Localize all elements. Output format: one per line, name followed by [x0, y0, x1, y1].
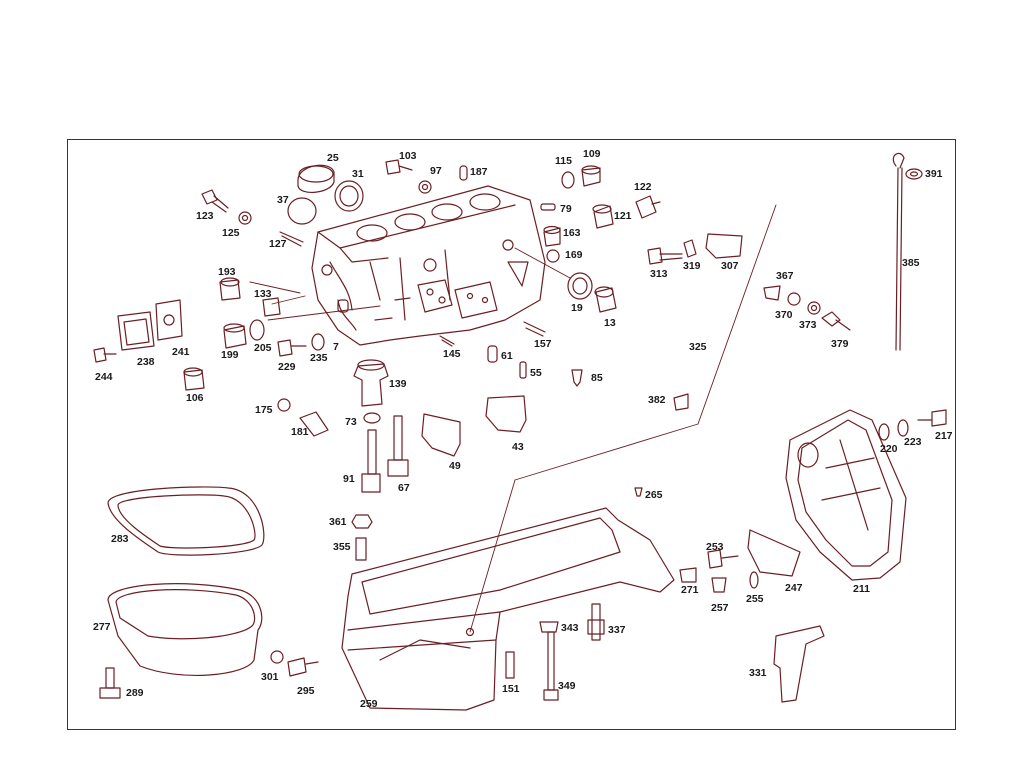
part-label: 349 [558, 680, 576, 692]
part-label: 67 [398, 482, 410, 494]
part-label: 85 [591, 372, 603, 384]
part-label: 122 [634, 181, 652, 193]
part-label: 106 [186, 392, 204, 404]
leader-lines [249, 204, 777, 633]
part-label: 205 [254, 342, 272, 354]
part-label: 319 [683, 260, 701, 272]
part-label: 220 [880, 443, 898, 455]
part-label: 241 [172, 346, 190, 358]
part-label: 91 [343, 473, 355, 485]
part-label: 125 [222, 227, 240, 239]
part-label: 277 [93, 621, 111, 633]
part-label: 244 [95, 371, 113, 383]
part-label: 391 [925, 168, 943, 180]
part-label: 325 [689, 341, 707, 353]
part-label: 121 [614, 210, 632, 222]
part-label: 109 [583, 148, 601, 160]
part-label: 283 [111, 533, 129, 545]
part-label: 169 [565, 249, 583, 261]
part-label: 307 [721, 260, 739, 272]
part-label: 238 [137, 356, 155, 368]
part-label: 301 [261, 671, 279, 683]
part-label: 223 [904, 436, 922, 448]
part-label: 123 [196, 210, 214, 222]
part-label: 151 [502, 683, 520, 695]
part-label: 271 [681, 584, 699, 596]
part-label: 163 [563, 227, 581, 239]
part-label: 355 [333, 541, 351, 553]
part-label: 295 [297, 685, 315, 697]
part-label: 181 [291, 426, 309, 438]
part-label: 217 [935, 430, 953, 442]
part-label: 289 [126, 687, 144, 699]
part-label: 79 [560, 203, 572, 215]
part-label: 373 [799, 319, 817, 331]
part-label: 97 [430, 165, 442, 177]
small-parts-drawing [93, 152, 947, 711]
part-label: 73 [345, 416, 357, 428]
part-label: 367 [776, 270, 794, 282]
part-label: 175 [255, 404, 273, 416]
part-label: 255 [746, 593, 764, 605]
part-label: 31 [352, 168, 364, 180]
part-label: 157 [534, 338, 552, 350]
part-label: 235 [310, 352, 328, 364]
part-label: 19 [571, 302, 583, 314]
part-label: 187 [470, 166, 488, 178]
part-label: 199 [221, 349, 239, 361]
part-label: 133 [254, 288, 272, 300]
part-label: 265 [645, 489, 663, 501]
part-label: 145 [443, 348, 461, 360]
part-label: 7 [333, 341, 339, 353]
part-label: 313 [650, 268, 668, 280]
part-label: 361 [329, 516, 347, 528]
part-label: 257 [711, 602, 729, 614]
part-label: 43 [512, 441, 524, 453]
part-label: 37 [277, 194, 289, 206]
part-label: 13 [604, 317, 616, 329]
engine-block-drawing [311, 185, 546, 346]
part-label: 103 [399, 150, 417, 162]
part-label: 127 [269, 238, 287, 250]
part-label: 343 [561, 622, 579, 634]
part-label: 379 [831, 338, 849, 350]
part-label: 259 [360, 698, 378, 710]
part-label: 247 [785, 582, 803, 594]
part-label: 193 [218, 266, 236, 278]
part-label: 25 [327, 152, 339, 164]
part-label: 139 [389, 378, 407, 390]
part-label: 331 [749, 667, 767, 679]
part-label: 337 [608, 624, 626, 636]
part-label: 49 [449, 460, 461, 472]
part-label: 370 [775, 309, 793, 321]
part-label: 211 [853, 583, 870, 595]
part-label: 55 [530, 367, 542, 379]
part-label: 385 [902, 257, 920, 269]
part-label: 253 [706, 541, 724, 553]
part-label: 61 [501, 350, 513, 362]
part-label: 115 [555, 155, 572, 167]
part-label: 229 [278, 361, 296, 373]
part-label: 382 [648, 394, 666, 406]
diagram-frame [67, 139, 956, 730]
